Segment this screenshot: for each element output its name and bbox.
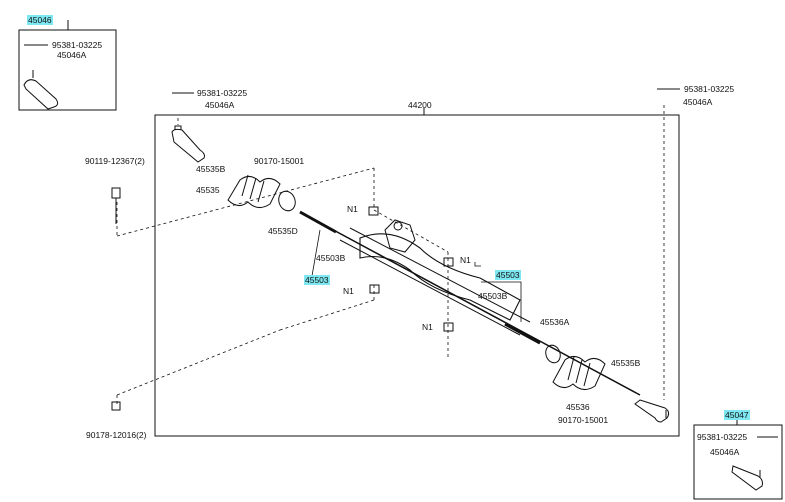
label-clamp-a: 45536A xyxy=(540,317,570,327)
inset-box-45047 xyxy=(693,424,783,500)
label-nut-inset-right: 45046A xyxy=(710,447,740,457)
label-cotter-pin-left: 95381-03225 xyxy=(197,88,248,98)
label-nut-n1-right: N1 xyxy=(460,255,471,265)
label-nut-n1-left: N1 xyxy=(343,286,354,296)
part-number-45503-right[interactable]: 45503 xyxy=(495,270,521,280)
label-clamp-b-right: 45535B xyxy=(611,358,641,368)
boot-left xyxy=(227,174,281,208)
label-cotter-pin-right: 95381-03225 xyxy=(684,84,735,94)
label-rack-end-b-left: 45503B xyxy=(316,253,346,263)
label-clamp-b-left: 45535B xyxy=(196,164,226,174)
boot-right xyxy=(552,356,606,390)
label-clip-right: 90170-15001 xyxy=(558,415,609,425)
label-boot-left: 45535 xyxy=(196,185,220,195)
label-rack-end-b-right: 45503B xyxy=(478,291,508,301)
label-cotter-pin-inset-right: 95381-03225 xyxy=(697,432,748,442)
label-nut-inset-left: 45046A xyxy=(57,50,87,60)
label-nut-left: 45046A xyxy=(205,100,235,110)
label-gear-assembly[interactable]: 44200 xyxy=(408,100,432,110)
label-clip-left: 90170-15001 xyxy=(254,156,305,166)
label-cotter-pin-inset-left: 95381-03225 xyxy=(52,40,103,50)
label-nut-n1-top: N1 xyxy=(347,204,358,214)
label-nut-bottom: 90178-12016(2) xyxy=(86,430,147,440)
assembly-box-44200 xyxy=(154,114,680,437)
part-number-45047[interactable]: 45047 xyxy=(724,410,750,420)
label-nut-n1-bottom: N1 xyxy=(422,322,433,332)
label-nut-right: 45046A xyxy=(683,97,713,107)
part-number-45503-left[interactable]: 45503 xyxy=(304,275,330,285)
label-clamp-d: 45535D xyxy=(268,226,298,236)
part-number-45046[interactable]: 45046 xyxy=(27,15,53,25)
label-boot-right: 45536 xyxy=(566,402,590,412)
label-bolt: 90119-12367(2) xyxy=(85,156,145,166)
